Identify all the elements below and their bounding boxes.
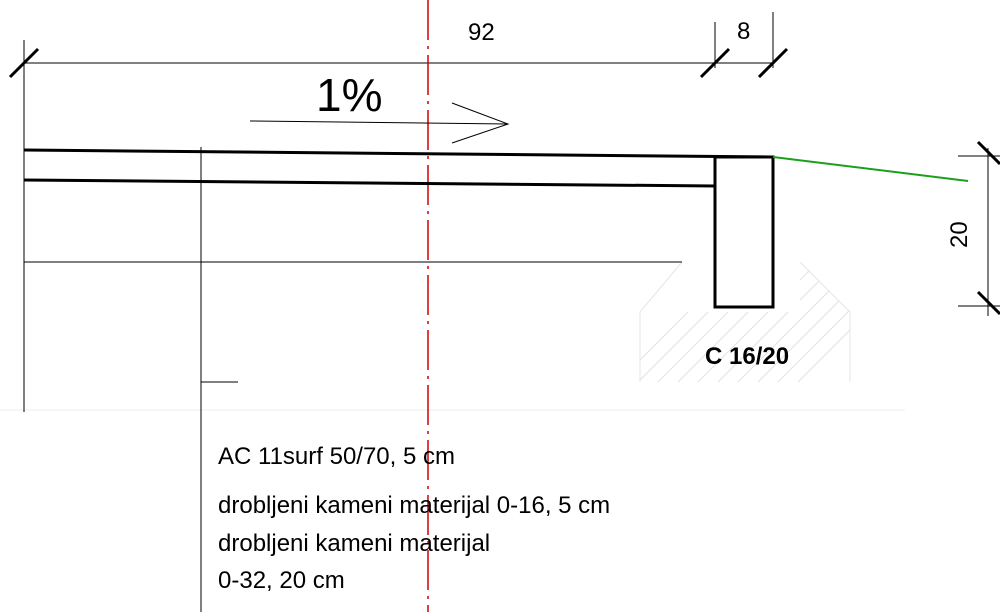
dim-tick-left bbox=[8, 47, 40, 79]
concrete-class-label: C 16/20 bbox=[705, 343, 789, 370]
terrain-line bbox=[772, 156, 969, 182]
curb-rectangle bbox=[713, 155, 775, 309]
slope-label: 1% bbox=[316, 69, 382, 121]
curb-height-tick-top bbox=[976, 140, 1000, 166]
curb-height-tick-bottom bbox=[976, 290, 1000, 316]
layer-note-3: drobljeni kameni materijal bbox=[218, 530, 490, 557]
slope-arrow bbox=[249, 102, 510, 144]
curb-foundation-hatch bbox=[639, 261, 851, 382]
pavement-layer-line bbox=[23, 178, 716, 188]
layer-note-2: drobljeni kameni materijal 0-16, 5 cm bbox=[218, 492, 610, 519]
pavement-top-line bbox=[23, 148, 774, 159]
dimension-width-label: 92 bbox=[468, 19, 495, 46]
dimension-curb-height-label: 20 bbox=[946, 221, 973, 248]
layer-note-1: AC 11surf 50/70, 5 cm bbox=[218, 443, 455, 470]
dimension-curb-width-label: 8 bbox=[737, 18, 750, 45]
layer-note-4: 0-32, 20 cm bbox=[218, 567, 345, 594]
